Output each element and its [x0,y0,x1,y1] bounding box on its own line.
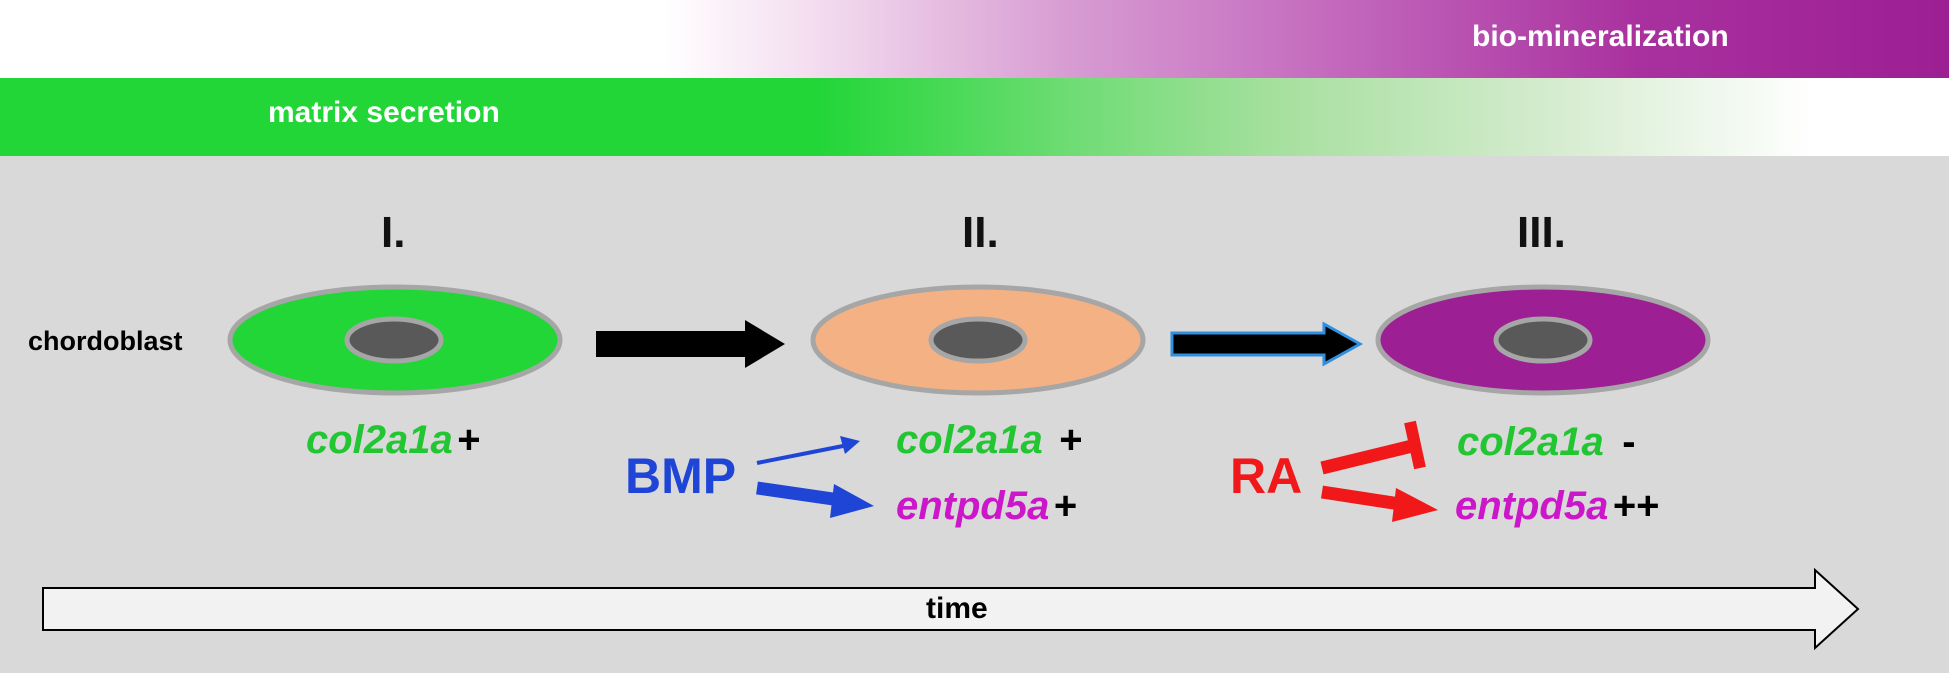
stage-3-col2a1a-row: col2a1a - [1457,420,1636,465]
nucleus-stage-1 [344,316,444,364]
stage-3-numeral: III. [1517,208,1566,257]
bmp-to-col2a1a-arrow [756,443,849,465]
nucleus-stage-2 [928,316,1028,364]
biomineralization-label: bio-mineralization [1472,20,1729,53]
process-panel [0,156,1949,673]
bmp-to-col2a1a-arrowhead [840,436,860,454]
stage-3-entpd5a-row: entpd5a ++ [1455,484,1660,529]
transition-arrow-1-2 [596,320,785,368]
ra-to-entpd5a-arrow [1321,485,1401,511]
ra-inhibits-col2a1a-line [1320,439,1414,475]
chordoblast-label: chordoblast [28,326,183,356]
time-arrow [42,567,1860,651]
stage-1-col2a1a-sign: + [457,418,481,462]
nucleus-stage-3 [1493,316,1593,364]
stage-2-col2a1a-sign: + [1059,418,1083,462]
transition-arrow-2-3 [1170,321,1364,367]
time-label: time [926,592,988,625]
stage-2-entpd5a-sign: + [1053,484,1078,528]
stage-2-numeral: II. [962,208,999,257]
biomineralization-band [0,0,1949,78]
stage-3-col2a1a: col2a1a [1457,420,1604,464]
stage-1-numeral: I. [381,208,406,257]
stage-2-entpd5a-row: entpd5a + [896,484,1077,529]
stage-2-col2a1a-row: col2a1a + [896,418,1083,463]
stage-2-entpd5a: entpd5a [896,484,1050,528]
stage-3-col2a1a-sign: - [1622,420,1636,464]
bmp-to-entpd5a-arrowhead [830,484,874,518]
stage-2-col2a1a: col2a1a [896,418,1043,462]
matrix-secretion-label: matrix secretion [268,96,500,129]
ra-to-entpd5a-arrowhead [1392,488,1438,522]
ra-signal-label: RA [1230,448,1303,504]
stage-3-entpd5a: entpd5a [1455,484,1609,528]
stage-1-gene-row: col2a1a + [306,418,481,463]
stage-1-col2a1a: col2a1a [306,418,453,462]
bmp-to-entpd5a-arrow [756,481,841,507]
stage-3-entpd5a-sign: ++ [1612,484,1660,528]
matrix-secretion-band [0,78,1949,156]
bmp-signal-label: BMP [625,448,737,504]
ra-inhibition-bar [1404,420,1426,470]
